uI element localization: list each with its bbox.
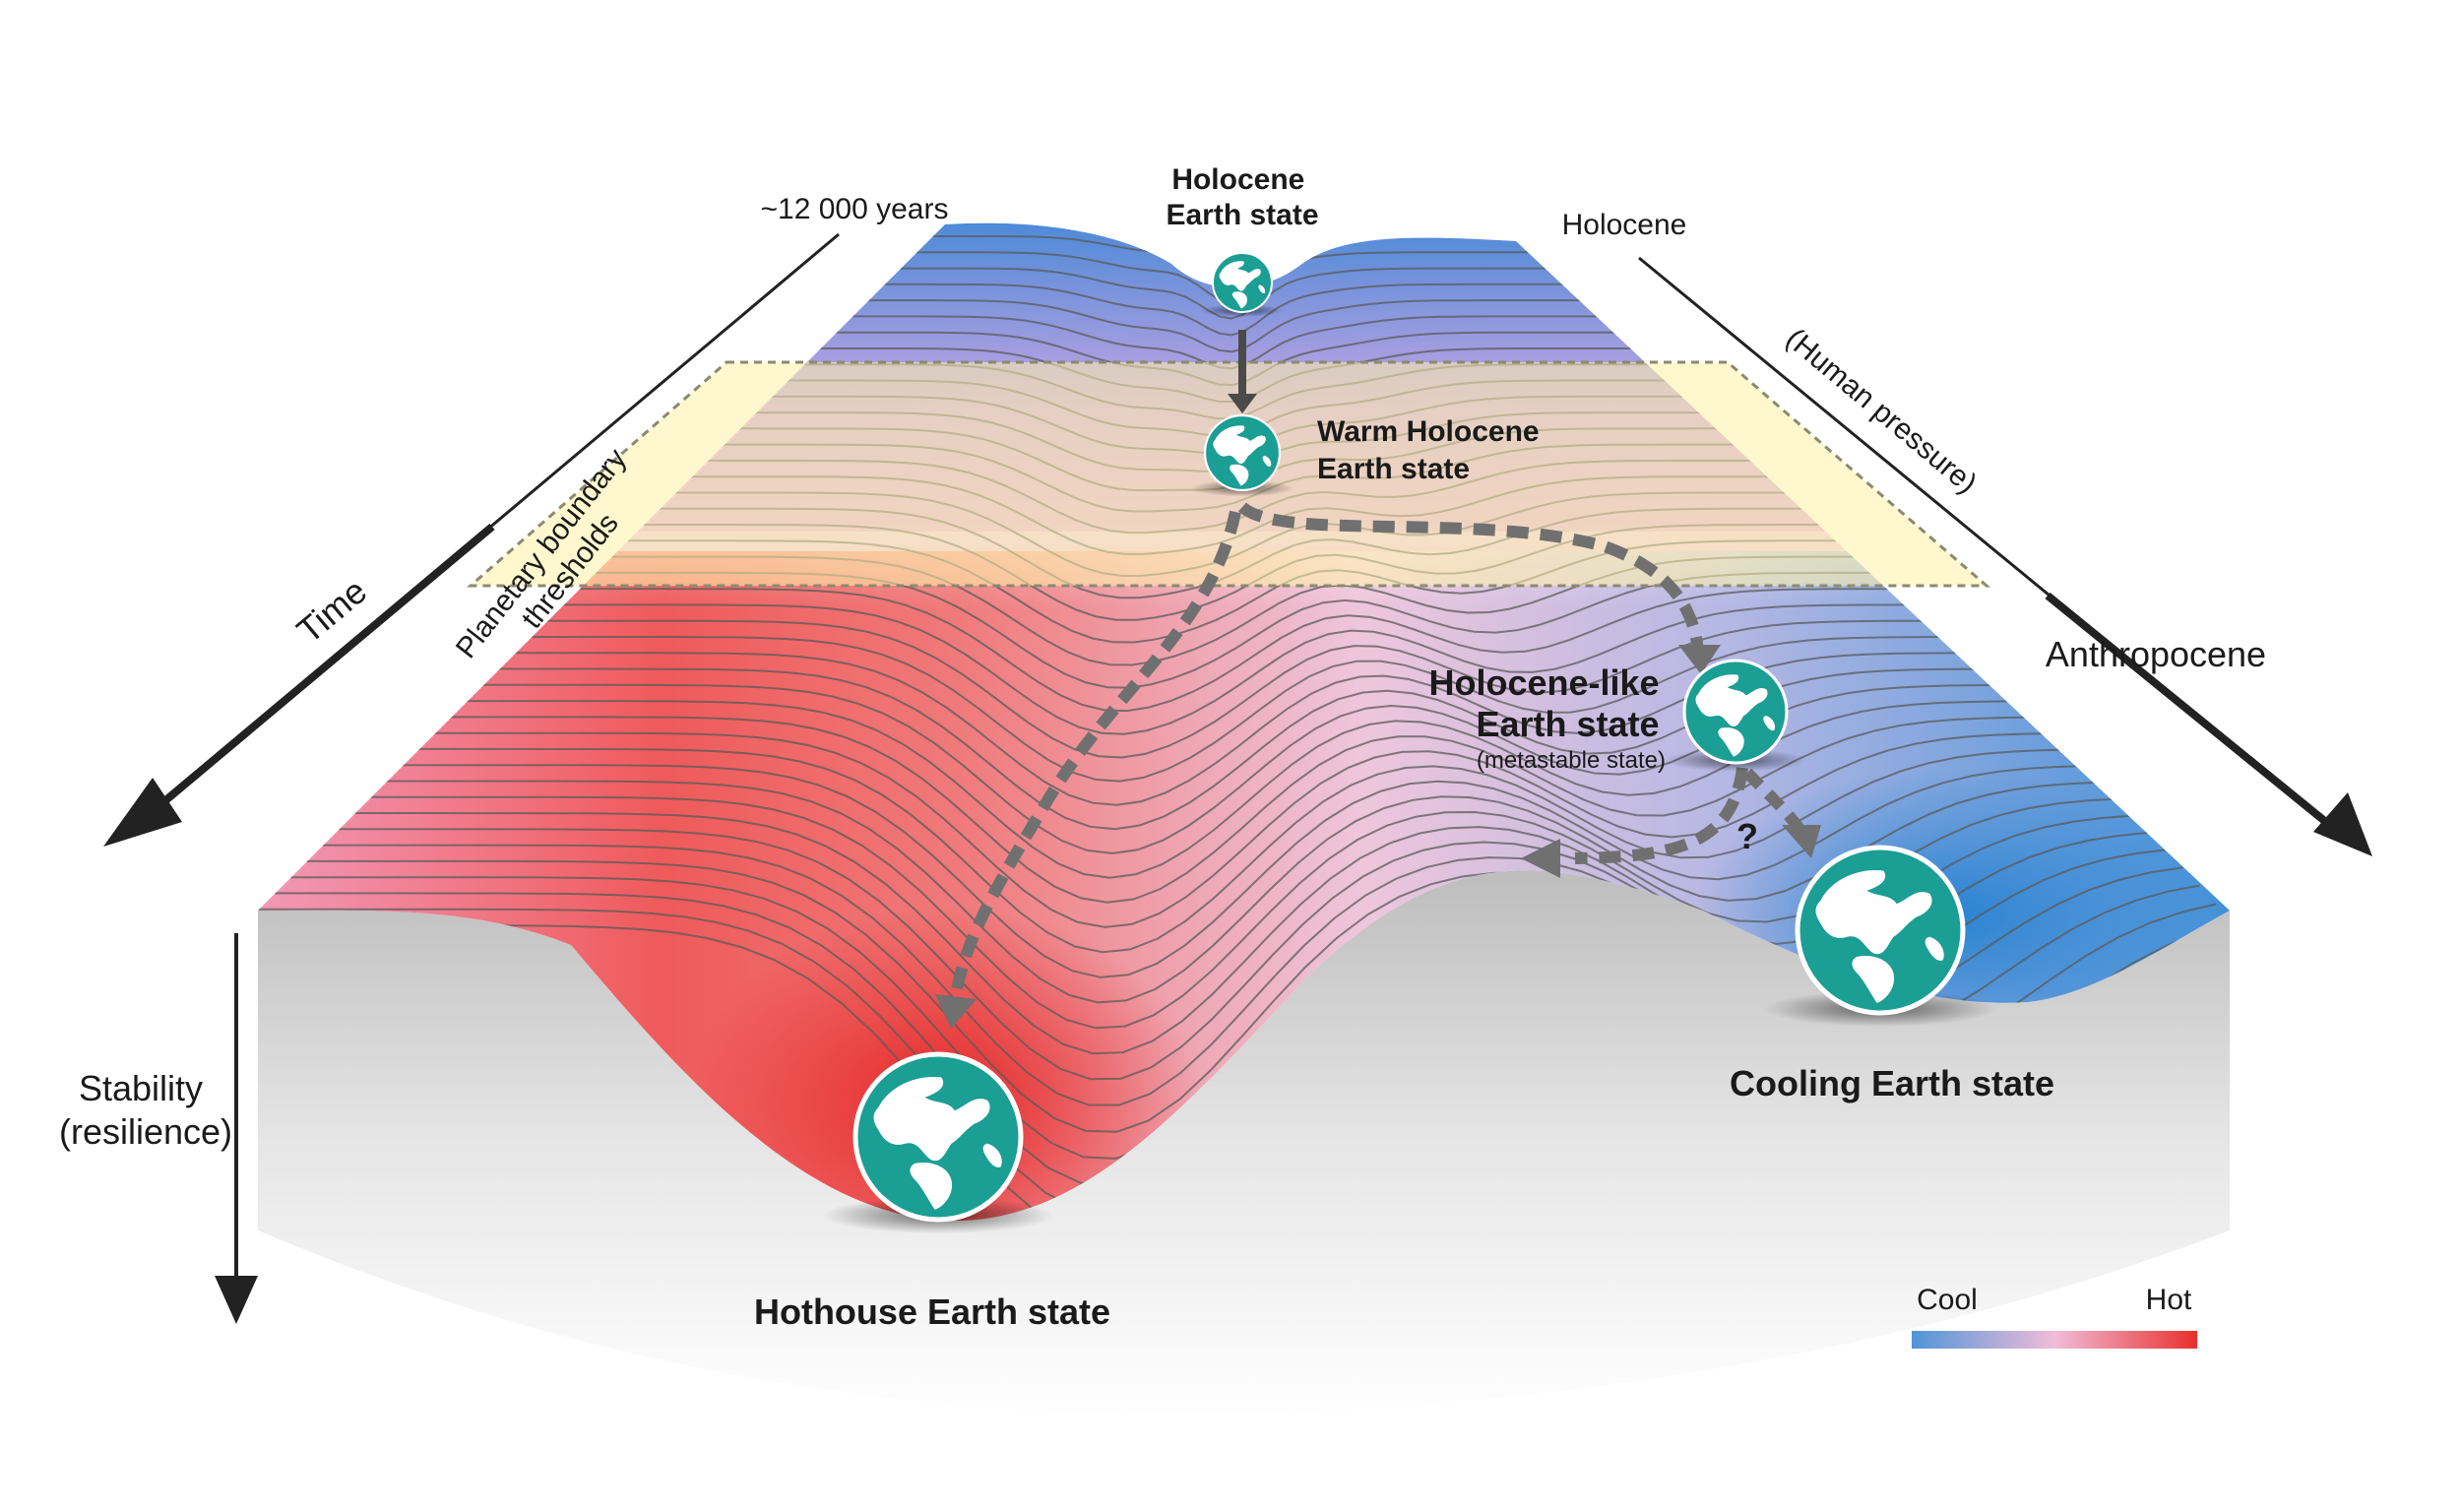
- legend-gradient-bar: [1912, 1331, 2197, 1349]
- holocene-earth-globe-icon: [1201, 252, 1284, 318]
- path-to-hothouse: [949, 510, 1241, 1001]
- contour-line: [573, 588, 1901, 713]
- time-axis-line-thick: [155, 523, 495, 811]
- legend-hot-label: Hot: [2146, 1284, 2192, 1316]
- stability-arrow-head-icon: [215, 1276, 258, 1324]
- anthropocene-arrow-head-icon: [2313, 792, 2372, 856]
- cooling-earth-globe-icon: [1764, 845, 1996, 1028]
- holocene-like-earth-globe-icon: [1664, 659, 1807, 772]
- holocene-like-state-label: Holocene-like Earth state (metastable st…: [1428, 662, 1666, 774]
- warm-holocene-state-label: Warm Holocene Earth state: [1317, 415, 1547, 485]
- warm-holocene-earth-globe-icon: [1189, 413, 1295, 497]
- contour-line: [446, 716, 2034, 904]
- holocene-corner-label: Holocene: [1562, 209, 1687, 241]
- path-to-holocene-like: [1237, 502, 1704, 651]
- years-label: ~12 000 years: [761, 193, 949, 225]
- earth-globes: [822, 252, 1996, 1234]
- stability-label: Stability (resilience): [59, 1068, 232, 1152]
- anthropocene-axis-line-thick: [2045, 592, 2341, 836]
- hothouse-earth-globe-icon: [822, 1051, 1054, 1234]
- cooling-state-label: Cooling Earth state: [1730, 1063, 2054, 1103]
- ground-shadow: [258, 870, 2230, 1418]
- contour-line: [877, 283, 1586, 337]
- hothouse-arrow-head-icon: [935, 994, 977, 1029]
- contour-line: [861, 299, 1603, 353]
- path-from-metastable-left: [1574, 767, 1748, 864]
- time-arrow-head-icon: [103, 778, 182, 847]
- left-arrow-icon: [1521, 839, 1560, 878]
- legend-cool-label: Cool: [1917, 1284, 1978, 1316]
- hothouse-state-label: Hothouse Earth state: [754, 1292, 1110, 1332]
- contour-line: [398, 764, 2084, 978]
- right-arrow-icon: [1782, 825, 1821, 858]
- anthropocene-label: Anthropocene: [2046, 634, 2266, 674]
- holocene-like-arrow-head-icon: [1678, 645, 1721, 674]
- question-mark: ?: [1736, 816, 1758, 856]
- contour-line: [526, 636, 1951, 783]
- holocene-state-label: Holocene Earth state: [1166, 163, 1318, 231]
- contour-line: [893, 267, 1569, 320]
- down-arrow-icon: [1228, 394, 1257, 413]
